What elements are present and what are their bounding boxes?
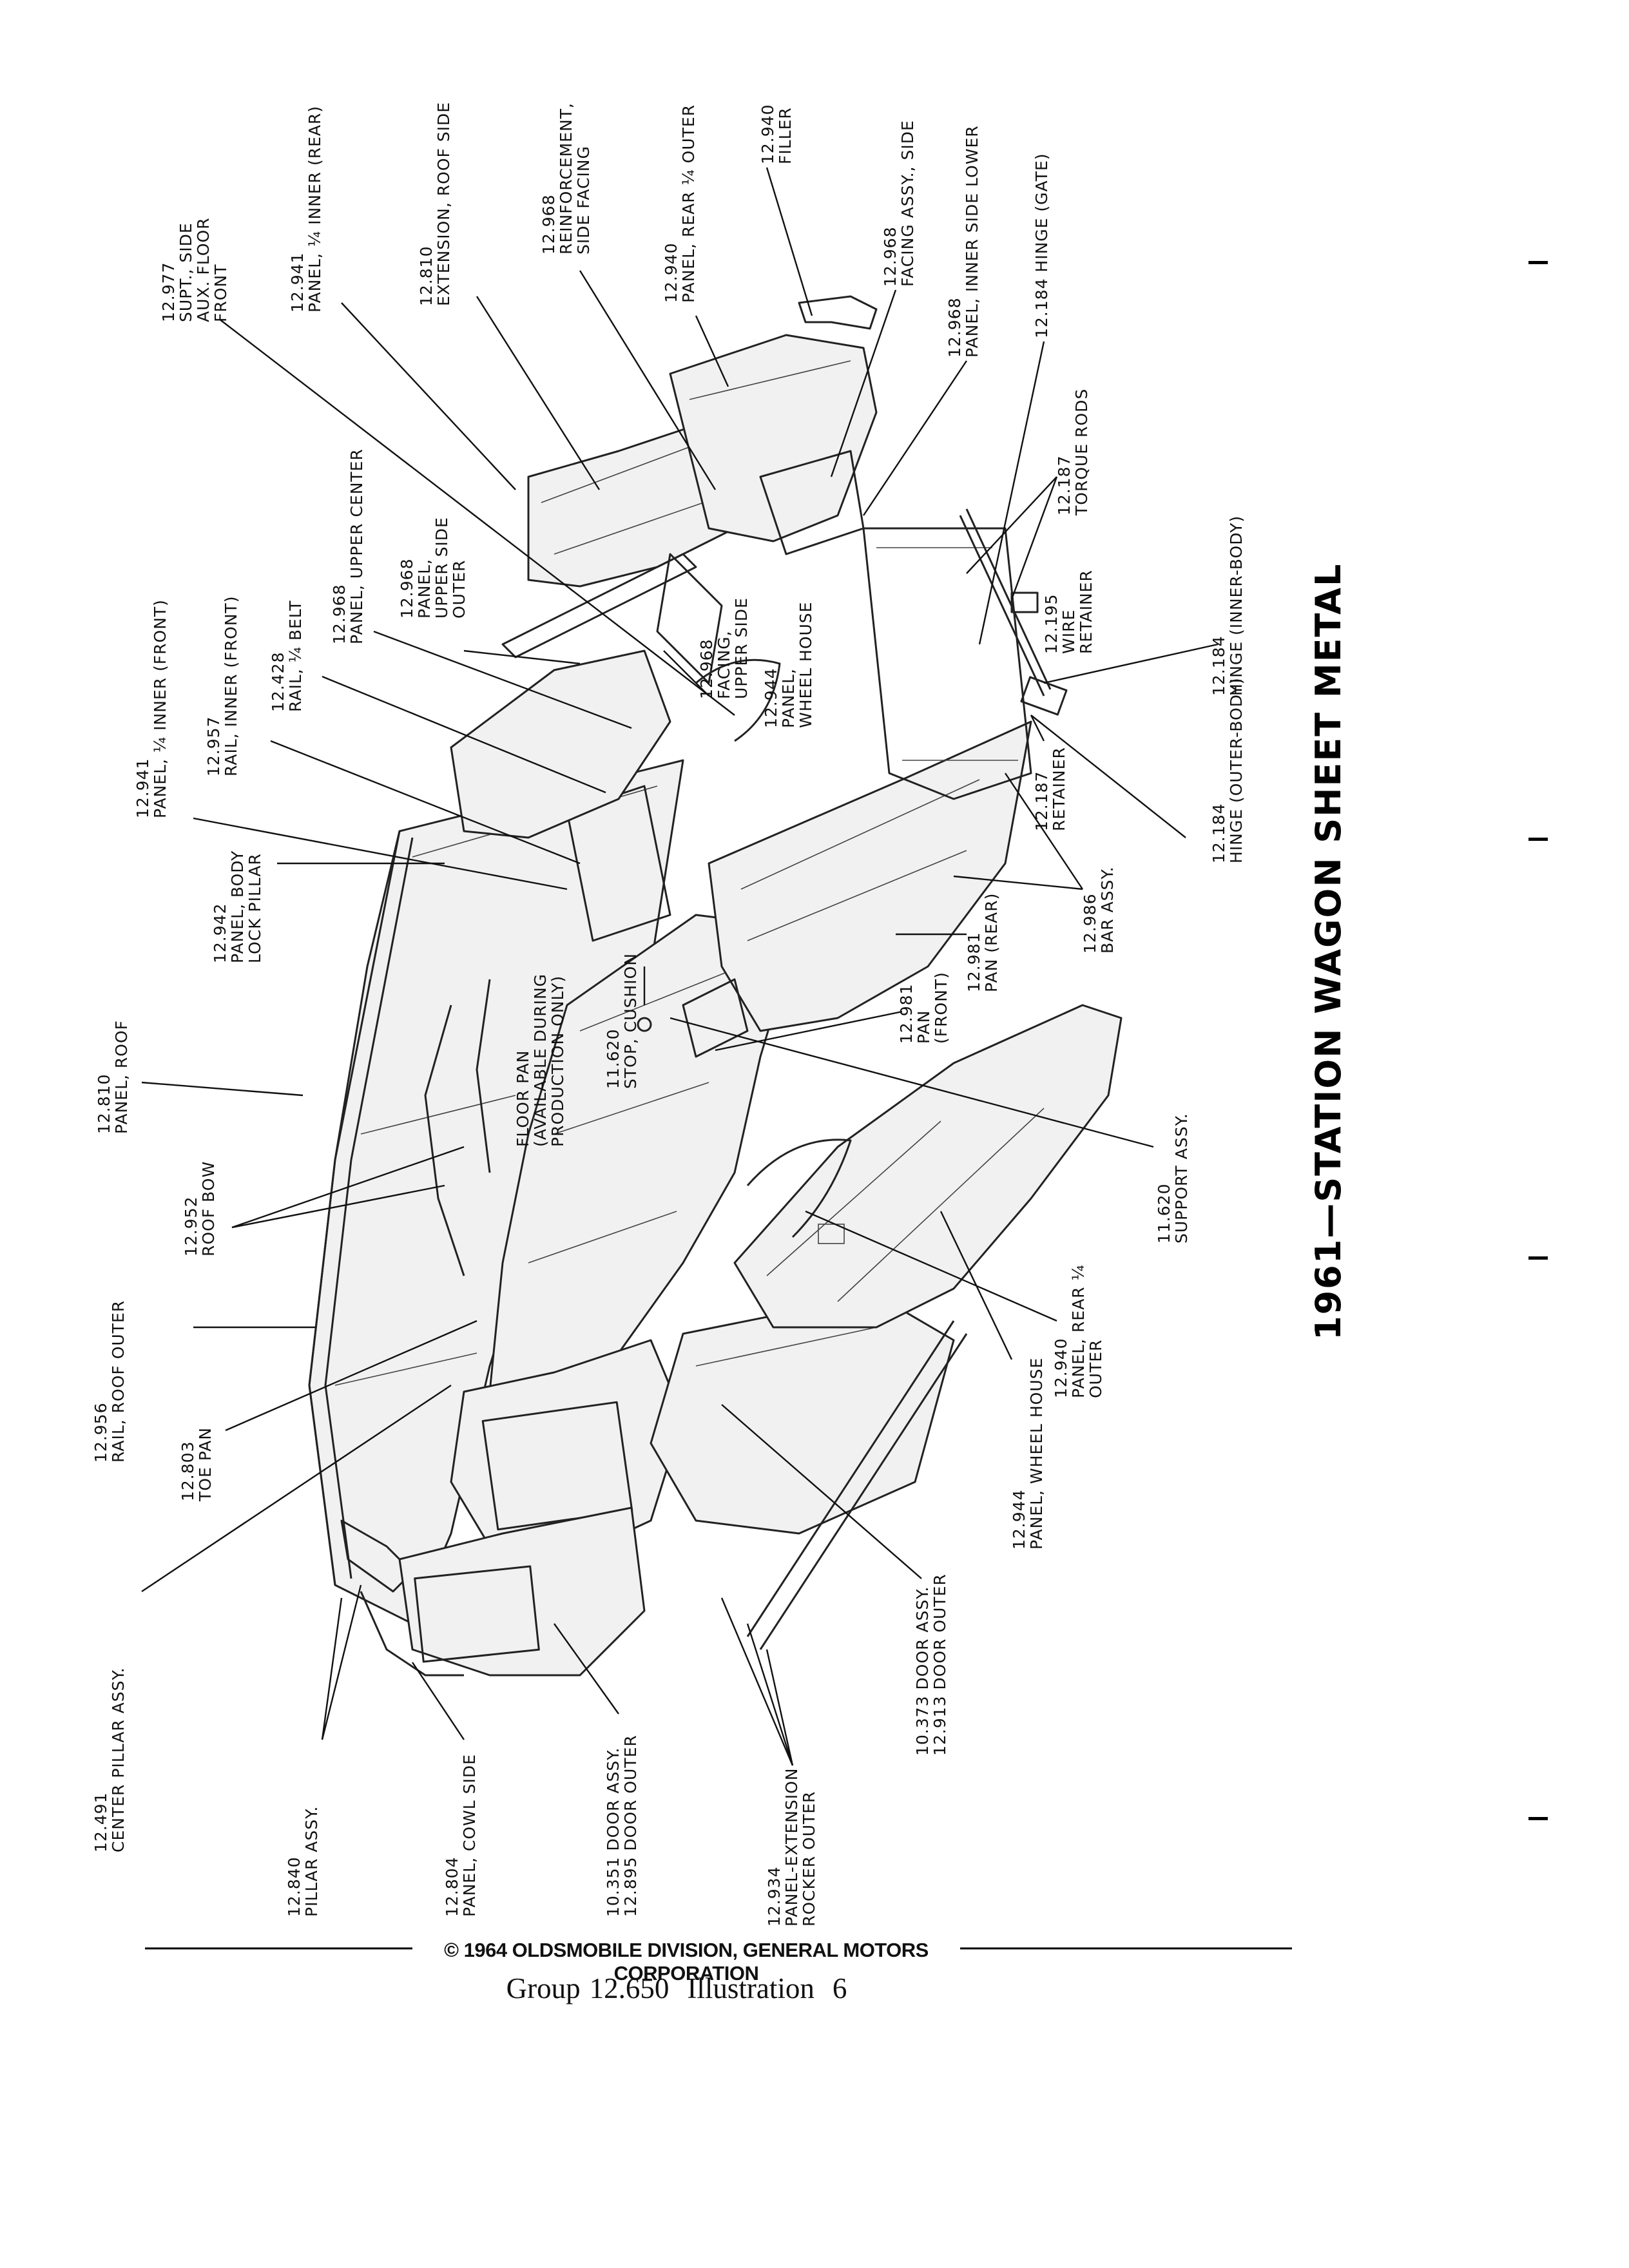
leader-lines: [141, 167, 1219, 1766]
callout-c04: 12.968REINFORCEMENT,SIDE FACING: [539, 102, 593, 255]
callout-c22: 12.934PANEL-EXTENSIONROCKER OUTER: [765, 1768, 818, 1927]
callout-labels: 12.977SUPT., SIDEAUX. FLOORFRONT 12.941P…: [92, 102, 1246, 1927]
callout-c07: 12.968FACING ASSY., SIDE: [881, 120, 917, 287]
roof-outer-rail-drawing: [308, 831, 401, 1586]
edge-mark: [1528, 1256, 1548, 1260]
callout-c12: 12.184HINGE (INNER-BODY): [1210, 515, 1246, 696]
group-label: Group: [506, 1972, 581, 2004]
callout-c35: 12.968PANEL, UPPER CENTER: [330, 448, 366, 644]
callout-c05: 12.940PANEL, REAR ¼ OUTER: [662, 104, 698, 303]
rocker-extension-drawing: [746, 1320, 955, 1637]
callout-c20: 12.944PANEL, WHEEL HOUSE: [1010, 1358, 1046, 1550]
callout-c34: 12.428RAIL, ¼ BELT: [269, 600, 305, 712]
callout-c31: 12.942PANEL, BODYLOCK PILLAR: [211, 850, 264, 963]
callout-c36: 12.968PANEL,UPPER SIDEOUTER: [398, 517, 468, 619]
rear-door-drawing: [650, 1294, 955, 1535]
front-door-drawing: [398, 1506, 646, 1677]
edge-mark: [1528, 838, 1548, 841]
side-facing-drawing: [759, 450, 865, 555]
quarter-inner-front-drawing: [450, 649, 671, 839]
illustration-label: Illustration: [687, 1972, 815, 2004]
edge-mark: [1528, 1817, 1548, 1820]
body-parts-drawing: [308, 295, 1123, 1677]
callout-c03: 12.810EXTENSION, ROOF SIDE: [417, 102, 453, 306]
callout-c11: 12.195WIRERETAINER: [1042, 570, 1095, 654]
callout-c26: 12.491CENTER PILLAR ASSY.: [92, 1667, 128, 1852]
callout-c13: 12.187RETAINER: [1032, 747, 1068, 831]
callout-c28: 12.956RAIL, ROOF OUTER: [92, 1300, 128, 1463]
callout-c08: 12.968PANEL, INNER SIDE LOWER: [945, 125, 981, 358]
callout-c29: 12.952ROOF BOW: [182, 1161, 218, 1256]
torque-rods-drawing: [959, 515, 1045, 697]
callout-c40: 11.620STOP, CUSHION: [604, 953, 640, 1089]
callout-c32: 12.941PANEL, ¼ INNER (FRONT): [133, 599, 169, 818]
toe-pan-drawing: [450, 1339, 684, 1561]
edge-mark: [1528, 261, 1548, 264]
diagram-title: 1961—STATION WAGON SHEET METAL: [1308, 563, 1349, 1340]
callout-c15: 12.986BAR ASSY.: [1081, 866, 1117, 954]
callout-c19: 12.940PANEL, REAR ¼OUTER: [1052, 1264, 1105, 1398]
illustration-number: 6: [832, 1972, 847, 2004]
support-assy-drawing: [682, 978, 749, 1058]
callout-c21: 10.373 DOOR ASSY.12.913 DOOR OUTER: [913, 1573, 949, 1756]
bar-assy-drawing: [862, 527, 1032, 800]
callout-c09: 12.184 HINGE (GATE): [1032, 153, 1051, 338]
upper-rear-quarter-drawing: [669, 334, 878, 543]
callout-c25: 12.840PILLAR ASSY.: [285, 1806, 321, 1917]
belt-rail-drawing: [501, 553, 697, 658]
callout-c10: 12.187TORQUE RODS: [1055, 389, 1091, 516]
callout-c24: 12.804PANEL, COWL SIDE: [443, 1754, 479, 1917]
callout-c17: 12.981PAN(FRONT): [897, 972, 950, 1044]
rear-quarter-outer-drawing: [733, 1004, 1123, 1329]
cushion-stop-drawing: [637, 1017, 652, 1032]
callout-c23: 10.351 DOOR ASSY.12.895 DOOR OUTER: [604, 1735, 640, 1917]
copyright-notice: © 1964 OLDSMOBILE DIVISION, GENERAL MOTO…: [444, 1939, 929, 1984]
callout-c06: 12.940FILLER: [758, 104, 795, 164]
upper-side-facing-drawing: [656, 553, 723, 684]
callout-c33: 12.957RAIL, INNER (FRONT): [204, 596, 240, 776]
wheel-house-drawing: [746, 1139, 852, 1238]
roof-bow-drawing: [424, 1004, 465, 1276]
callout-c14: 12.184HINGE (OUTER-BODY): [1210, 677, 1246, 863]
callout-c30: 12.810PANEL, ROOF: [95, 1020, 131, 1134]
group-number: 12.650: [589, 1972, 670, 2004]
callout-c39: FLOOR PAN(AVAILABLE DURINGPRODUCTION ONL…: [514, 974, 567, 1147]
callout-c16: 12.981PAN (REAR): [965, 893, 1001, 992]
callout-c38: 12.944PANEL,WHEEL HOUSE: [762, 602, 815, 728]
filler-drawing: [798, 295, 878, 330]
callout-c01: 12.977SUPT., SIDEAUX. FLOORFRONT: [159, 217, 230, 322]
callout-c27: 12.803TOE PAN: [178, 1427, 215, 1502]
callout-c37: 12.968FACING,UPPER SIDE: [697, 597, 751, 699]
callout-c02: 12.941PANEL, ¼ INNER (REAR): [288, 106, 324, 312]
callout-c18: 11.620SUPPORT ASSY.: [1155, 1113, 1191, 1244]
